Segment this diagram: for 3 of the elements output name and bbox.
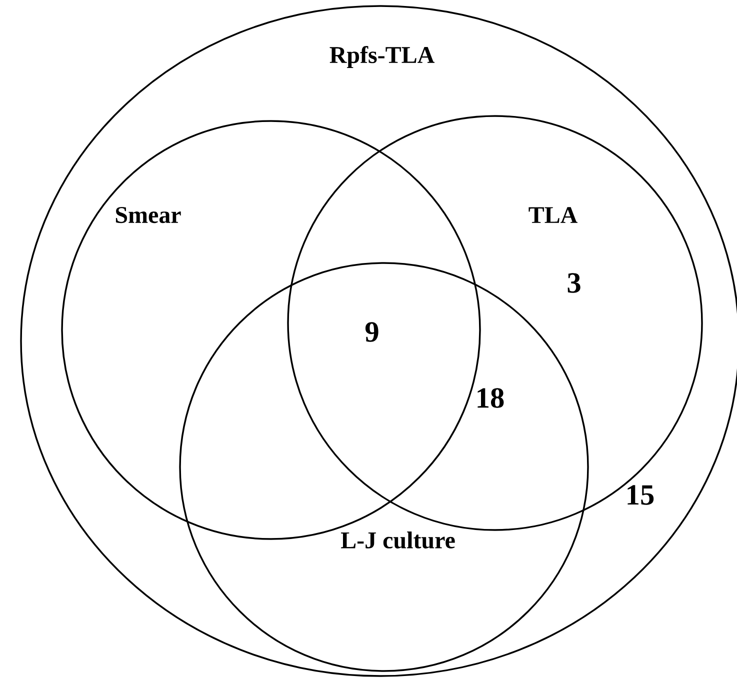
count-label: 15	[628, 485, 654, 505]
count-label: 3	[568, 273, 580, 293]
count-label: 9	[365, 322, 378, 342]
